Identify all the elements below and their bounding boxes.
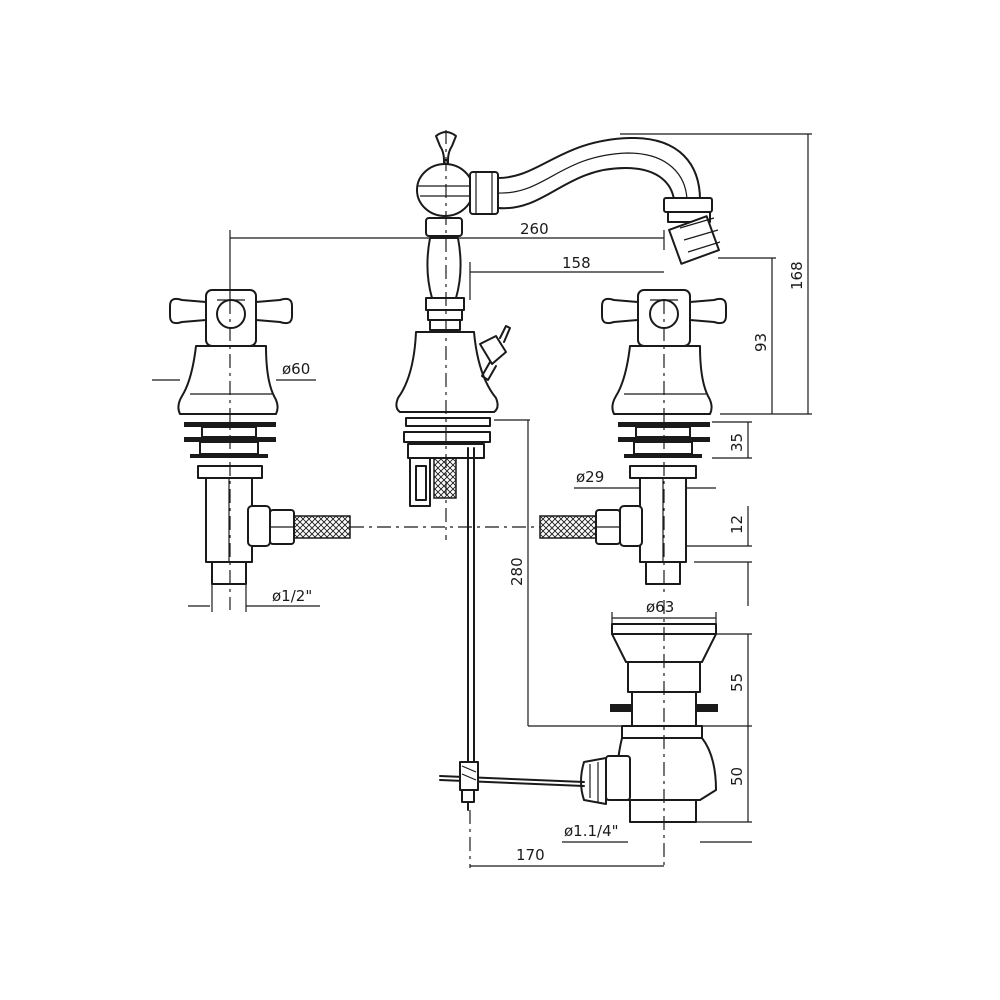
pop-up-waste xyxy=(580,623,718,823)
center-spout-assembly xyxy=(395,131,721,811)
dim-waste-diameter: ø63 xyxy=(646,598,674,616)
dim-inlet-thread: ø1/2" xyxy=(272,587,312,605)
right-cross-handle xyxy=(539,289,727,585)
left-cross-handle xyxy=(169,289,351,585)
dim-shank-length: 35 xyxy=(728,433,746,452)
dim-waste-thread: ø1.1/4" xyxy=(564,822,619,840)
dim-rod-to-waste: 170 xyxy=(516,846,545,864)
dim-total-height: 168 xyxy=(788,261,806,290)
dim-spout-height: 93 xyxy=(752,333,770,352)
dimension-lines xyxy=(152,133,812,867)
dim-handle-to-spout: 158 xyxy=(562,254,591,272)
center-lines xyxy=(229,130,665,868)
dim-waste-lower: 50 xyxy=(728,767,746,786)
dim-connector-offset: 12 xyxy=(728,515,746,534)
dim-bell-diameter: ø60 xyxy=(282,360,310,378)
pop-up-rod xyxy=(439,761,585,803)
dim-spout-reach: 260 xyxy=(520,220,549,238)
dim-shank-diameter: ø29 xyxy=(576,468,604,486)
dim-waste-upper: 55 xyxy=(728,673,746,692)
dim-hose-length: 280 xyxy=(508,557,526,586)
